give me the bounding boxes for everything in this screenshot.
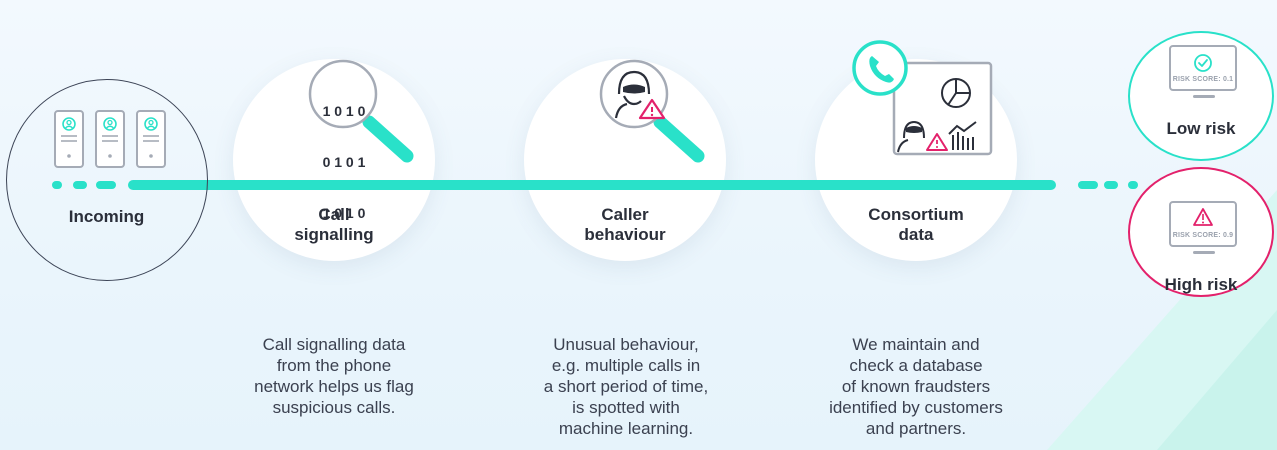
stage-incoming: Incoming [6,79,208,281]
phone-icon [136,110,166,168]
monitor-icon: RISK SCORE: 0.9 [1169,201,1237,247]
label-line: data [898,225,934,244]
timeline-dot [1128,181,1138,189]
description-line: machine learning. [558,419,694,438]
binary-row: 0 1 0 1 [322,154,366,170]
risk-score-label: RISK SCORE: 0.9 [1172,232,1234,239]
label-line: Call [318,205,350,224]
description-line: of known fraudsters [841,377,991,396]
description-line: check a database [849,356,983,375]
description-line: Unusual behaviour, [553,335,699,354]
description-line: a short period of time, [543,377,709,396]
magnifier-hacker-icon [594,56,718,168]
binary-row: 1 0 1 0 [322,205,366,221]
outcome-label-low-risk: Low risk [1166,119,1236,138]
risk-score-label: RISK SCORE: 0.1 [1172,76,1234,83]
description-consortium-data: We maintain and check a database of know… [796,334,1036,439]
stage-label-caller-behaviour: Caller behaviour [524,205,726,245]
stage-label-consortium-data: Consortium data [815,205,1017,245]
magnifier-binary-icon [303,56,427,168]
description-line: We maintain and [852,335,980,354]
description-line: is spotted with [572,398,680,417]
monitor-stand [1193,251,1215,254]
outcome-high-risk: RISK SCORE: 0.9 High risk [1128,167,1274,297]
description-line: Call signalling data [262,335,406,354]
stage-label-incoming: Incoming [68,207,145,226]
monitor-icon: RISK SCORE: 0.1 [1169,45,1237,91]
monitor-stand [1193,95,1215,98]
timeline-dot [1078,181,1098,189]
timeline-dot [1104,181,1118,189]
label-line: behaviour [584,225,666,244]
description-line: and partners. [865,419,967,438]
background-shape-inner [1157,310,1277,450]
label-line: signalling [294,225,374,244]
label-line: Consortium [868,205,964,224]
description-line: identified by customers [829,398,1003,417]
description-line: e.g. multiple calls in [551,356,701,375]
stage-label-call-signalling: Call signalling [233,205,435,245]
timeline-connector [128,180,1056,190]
description-caller-behaviour: Unusual behaviour, e.g. multiple calls i… [536,334,716,439]
description-call-signalling: Call signalling data from the phone netw… [214,334,454,418]
binary-row: 1 0 1 0 [322,103,366,119]
phone-icon [95,110,125,168]
binary-digits: 1 0 1 0 0 1 0 1 1 0 1 0 [320,69,368,239]
description-line: from the phone [276,356,392,375]
outcome-label-high-risk: High risk [1164,275,1238,294]
phones-icon [54,80,166,168]
dashboard-icon [852,38,996,158]
phone-icon [54,110,84,168]
description-line: suspicious calls. [272,398,396,417]
description-line: network helps us flag [254,377,414,396]
label-line: Caller [601,205,649,224]
outcome-low-risk: RISK SCORE: 0.1 Low risk [1128,31,1274,161]
